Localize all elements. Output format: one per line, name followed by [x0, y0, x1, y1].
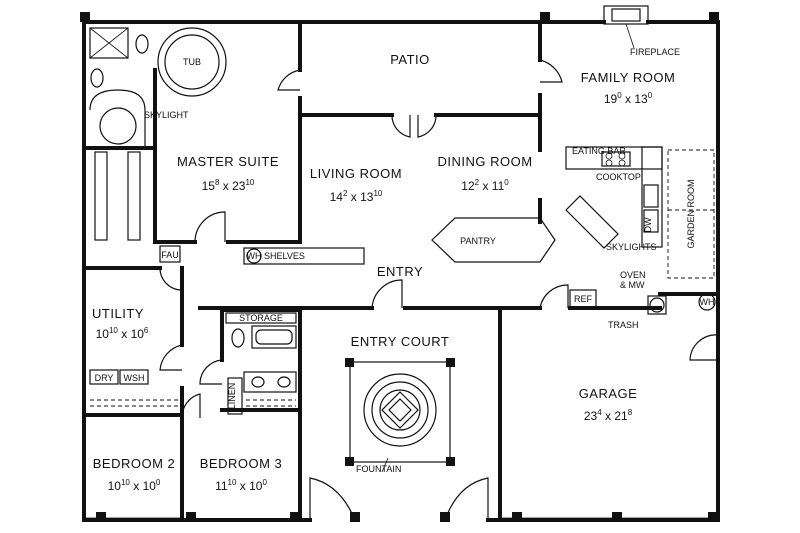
oven-mw-label-line1: OVEN: [620, 270, 646, 280]
ref-label: REF: [574, 294, 593, 304]
eating-bar-label: EATING BAR: [572, 146, 626, 156]
storage-label: STORAGE: [239, 313, 283, 323]
utility-dimensions: 1010 x 106: [96, 326, 149, 341]
entry-label: ENTRY: [377, 264, 423, 279]
oven-mw-label-line2: & MW: [620, 280, 645, 290]
wsh-label: WSH: [124, 373, 145, 383]
fireplace-label: FIREPLACE: [630, 47, 680, 57]
garden-room-label: GARDEN ROOM: [686, 179, 696, 248]
doors: [159, 59, 719, 419]
walls: [82, 20, 720, 522]
entry-court-label: ENTRY COURT: [351, 334, 450, 349]
bedroom2-dimensions: 1010 x 100: [108, 478, 161, 493]
bedroom2-label: BEDROOM 2: [93, 456, 176, 471]
master-suite-label: MASTER SUITE: [177, 154, 279, 169]
dw-label: DW: [643, 217, 653, 232]
wh-garage-label: WH: [700, 297, 715, 307]
room-labels: PATIO FAMILY ROOM 190 x 130 MASTER SUITE…: [92, 52, 696, 493]
cooktop-label: COOKTOP: [596, 172, 641, 182]
family-room-dimensions: 190 x 130: [604, 91, 653, 106]
shelves-label: SHELVES: [264, 251, 305, 261]
linen-label: LINEN: [227, 383, 237, 410]
patio-label: PATIO: [390, 52, 430, 67]
fountain-label: FOUNTAIN: [356, 464, 401, 474]
dining-room-dimensions: 122 x 110: [461, 178, 509, 193]
family-room-label: FAMILY ROOM: [581, 70, 676, 85]
tub-label: TUB: [183, 57, 201, 67]
wh-shelves-label: WH: [247, 251, 262, 261]
utility-label: UTILITY: [92, 306, 144, 321]
pantry-label: PANTRY: [460, 236, 496, 246]
living-room-label: LIVING ROOM: [310, 166, 402, 181]
skylights-label: SKYLIGHTS: [606, 242, 657, 252]
living-room-dimensions: 142 x 1310: [330, 189, 383, 204]
dining-room-label: DINING ROOM: [437, 154, 532, 169]
bedroom3-dimensions: 1110 x 100: [215, 478, 267, 493]
garage-dimensions: 234 x 218: [584, 408, 633, 423]
master-suite-dimensions: 158 x 2310: [202, 178, 255, 193]
fau-label: FAU: [161, 250, 179, 260]
fixtures: [89, 5, 716, 521]
skylight-label: SKYLIGHT: [144, 110, 189, 120]
fixture-labels: TUB SKYLIGHT FIREPLACE EATING BAR COOKTO…: [95, 47, 715, 474]
bedroom3-label: BEDROOM 3: [200, 456, 283, 471]
trash-label: TRASH: [608, 320, 639, 330]
garage-label: GARAGE: [579, 386, 638, 401]
dry-label: DRY: [95, 373, 114, 383]
